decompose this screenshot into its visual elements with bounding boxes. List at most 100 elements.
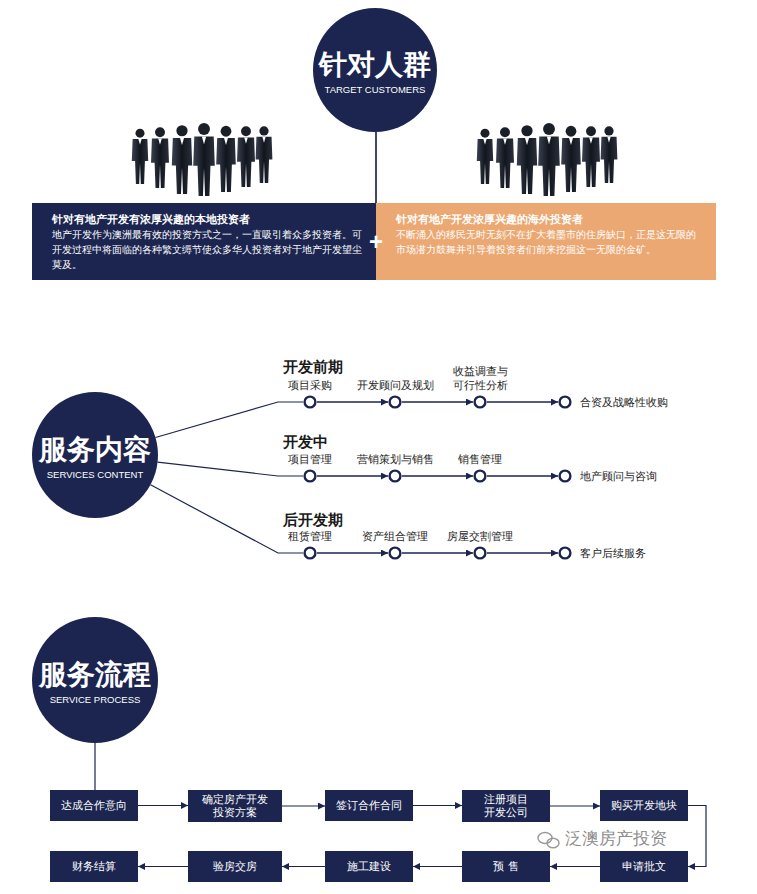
step-label: 营销策划与销售 <box>357 452 434 466</box>
person-figure <box>517 125 537 194</box>
section-subtitle: SERVICE PROCESS <box>50 693 141 706</box>
connector <box>487 475 558 477</box>
person-figure <box>216 126 236 192</box>
connector <box>282 805 325 806</box>
connector <box>158 462 303 476</box>
connector <box>487 401 558 403</box>
section-title: 针对人群 <box>319 48 431 82</box>
timeline-step: 销售管理 <box>473 469 487 483</box>
step-label: 租赁管理 <box>288 529 332 543</box>
process-box: 购买开发地块 <box>600 790 688 821</box>
timeline-step: 项目采购 <box>303 395 317 409</box>
step-label: 项目采购 <box>288 378 332 392</box>
timeline-step: 开发顾问及规划 <box>388 395 402 409</box>
person-figure <box>477 129 493 184</box>
step-ring <box>388 469 402 483</box>
person-figure <box>132 129 148 184</box>
people-silhouettes <box>132 123 618 196</box>
process-box: 财务结算 <box>50 851 138 882</box>
process-label: 预 售 <box>493 860 518 873</box>
connector <box>156 402 303 437</box>
timeline-step: 资产组合管理 <box>388 546 402 560</box>
connector <box>688 806 706 867</box>
step-label: 项目管理 <box>288 452 332 466</box>
person-figure <box>151 127 169 188</box>
timeline-step: 房屋交割管理 <box>473 546 487 560</box>
plus-sign: + <box>369 232 383 252</box>
process-box: 达成合作意向 <box>50 790 138 821</box>
step-ring <box>303 546 317 560</box>
section-circle: 服务内容SERVICES CONTENT <box>32 392 158 518</box>
step-ring <box>473 546 487 560</box>
customer-panel: 针对有地产开发浓厚兴趣的海外投资者不断涌入的移民无时无刻不在扩大着墨市的住房缺口… <box>376 203 716 280</box>
step-ring <box>303 469 317 483</box>
timeline-step: 收益调查与 可行性分析 <box>473 395 487 409</box>
connector <box>375 132 376 203</box>
step-ring <box>473 395 487 409</box>
process-box: 确定房产开发 投资方案 <box>188 790 282 822</box>
section-circle: 针对人群TARGET CUSTOMERS <box>313 8 437 132</box>
step-ring <box>303 395 317 409</box>
timeline-step: 地产顾问与咨询 <box>558 469 572 483</box>
step-ring <box>558 546 572 560</box>
connector <box>413 805 462 806</box>
section-subtitle: TARGET CUSTOMERS <box>325 83 426 96</box>
process-label: 施工建设 <box>347 860 391 873</box>
panel-body: 不断涌入的移民无时无刻不在扩大着墨市的住房缺口，正是这无限的市场潜力鼓舞并引导着… <box>396 227 702 257</box>
process-label: 注册项目 开发公司 <box>466 793 546 819</box>
connector <box>282 866 325 867</box>
process-box: 签订合作合同 <box>325 790 413 821</box>
step-label: 资产组合管理 <box>362 529 428 543</box>
step-ring <box>558 469 572 483</box>
step-ring <box>558 395 572 409</box>
process-box: 预 售 <box>462 851 550 882</box>
process-label: 验房交房 <box>213 860 257 873</box>
connector <box>413 866 462 867</box>
panel-heading: 针对有地产开发浓厚兴趣的海外投资者 <box>396 211 702 227</box>
phase-heading: 后开发期 <box>283 510 343 530</box>
section-title: 服务流程 <box>39 658 151 692</box>
step-label: 客户后续服务 <box>580 546 646 560</box>
step-label: 销售管理 <box>458 452 502 466</box>
step-label: 合资及战略性收购 <box>580 395 668 409</box>
person-figure <box>237 126 255 187</box>
connector <box>138 805 188 806</box>
wechat-icon <box>538 833 559 848</box>
connector <box>402 475 473 477</box>
process-box: 注册项目 开发公司 <box>462 790 550 822</box>
connector <box>151 485 303 553</box>
step-label: 收益调查与 可行性分析 <box>449 364 511 392</box>
timeline-step: 合资及战略性收购 <box>558 395 572 409</box>
connector <box>317 401 388 403</box>
section-subtitle: SERVICES CONTENT <box>47 468 143 481</box>
process-label: 财务结算 <box>72 860 116 873</box>
connector <box>402 552 473 554</box>
timeline-step: 营销策划与销售 <box>388 469 402 483</box>
person-figure <box>193 123 215 196</box>
process-label: 确定房产开发 投资方案 <box>192 793 278 819</box>
process-label: 签订合作合同 <box>336 799 402 812</box>
connector <box>402 401 473 403</box>
phase-heading: 开发中 <box>283 432 328 452</box>
step-label: 地产顾问与咨询 <box>580 469 657 483</box>
connector <box>317 552 388 554</box>
panel-heading: 针对有地产开发有浓厚兴趣的本地投资者 <box>52 211 362 227</box>
process-box: 申请批文 <box>600 851 688 882</box>
person-figure <box>538 123 560 196</box>
person-figure <box>256 126 273 183</box>
timeline-step: 租赁管理 <box>303 546 317 560</box>
process-box: 验房交房 <box>188 851 282 882</box>
customer-panel: 针对有地产开发有浓厚兴趣的本地投资者地产开发作为澳洲最有效的投资方式之一，一直吸… <box>32 203 376 280</box>
watermark: 泛澳房产投资 <box>565 829 667 849</box>
person-figure <box>601 126 618 183</box>
process-label: 购买开发地块 <box>611 799 677 812</box>
person-figure <box>582 126 600 187</box>
connector <box>317 475 388 477</box>
step-label: 房屋交割管理 <box>447 529 513 543</box>
person-figure <box>172 125 192 194</box>
step-ring <box>388 395 402 409</box>
step-ring <box>388 546 402 560</box>
step-label: 开发顾问及规划 <box>357 378 434 392</box>
panel-body: 地产开发作为澳洲最有效的投资方式之一，一直吸引着众多投资者。可开发过程中将面临的… <box>52 227 362 272</box>
person-figure <box>496 127 514 188</box>
